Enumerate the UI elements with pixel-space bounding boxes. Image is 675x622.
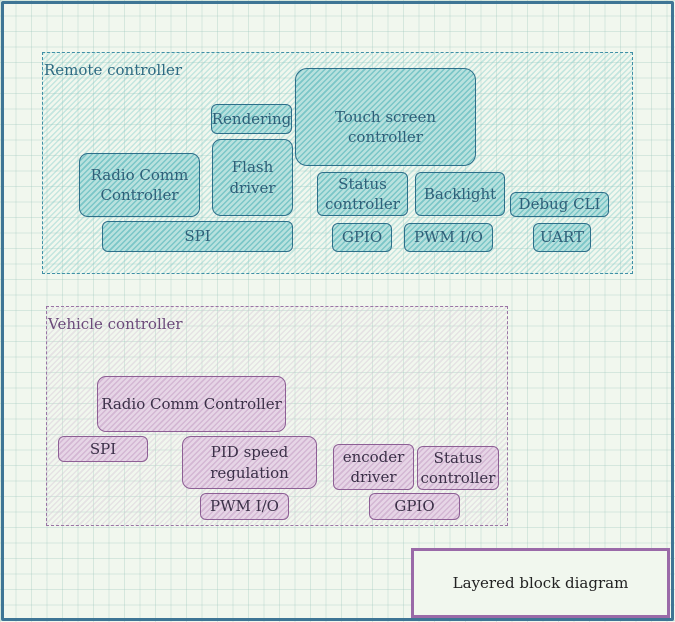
debug-cli-block: Debug CLI <box>510 192 609 217</box>
remote-status-controller-block: Status controller <box>317 172 408 216</box>
remote-spi-block: SPI <box>102 221 293 252</box>
pid-speed-regulation-block: PID speed regulation <box>182 436 317 489</box>
vehicle-status-controller-block: Status controller <box>417 446 499 490</box>
vehicle-controller-label: Vehicle controller <box>48 315 183 333</box>
encoder-driver-block: encoder driver <box>333 444 414 490</box>
vehicle-radio-comm-controller-block: Radio Comm Controller <box>97 376 286 432</box>
vehicle-pwm-io-block: PWM I/O <box>200 493 289 520</box>
remote-controller-label: Remote controller <box>44 61 183 79</box>
vehicle-spi-block: SPI <box>58 436 148 462</box>
remote-pwm-io-block: PWM I/O <box>404 223 493 252</box>
diagram-caption: Layered block diagram <box>411 548 670 618</box>
uart-block: UART <box>533 223 591 252</box>
remote-radio-comm-controller-block: Radio Comm Controller <box>79 153 200 217</box>
diagram-caption-text: Layered block diagram <box>452 574 629 592</box>
remote-gpio-block: GPIO <box>332 223 392 252</box>
touch-screen-controller-block: Touch screen controller <box>295 68 476 166</box>
flash-driver-block: Flash driver <box>212 139 293 216</box>
vehicle-gpio-block: GPIO <box>369 493 460 520</box>
backlight-block: Backlight <box>415 172 505 216</box>
rendering-block: Rendering <box>211 104 292 134</box>
